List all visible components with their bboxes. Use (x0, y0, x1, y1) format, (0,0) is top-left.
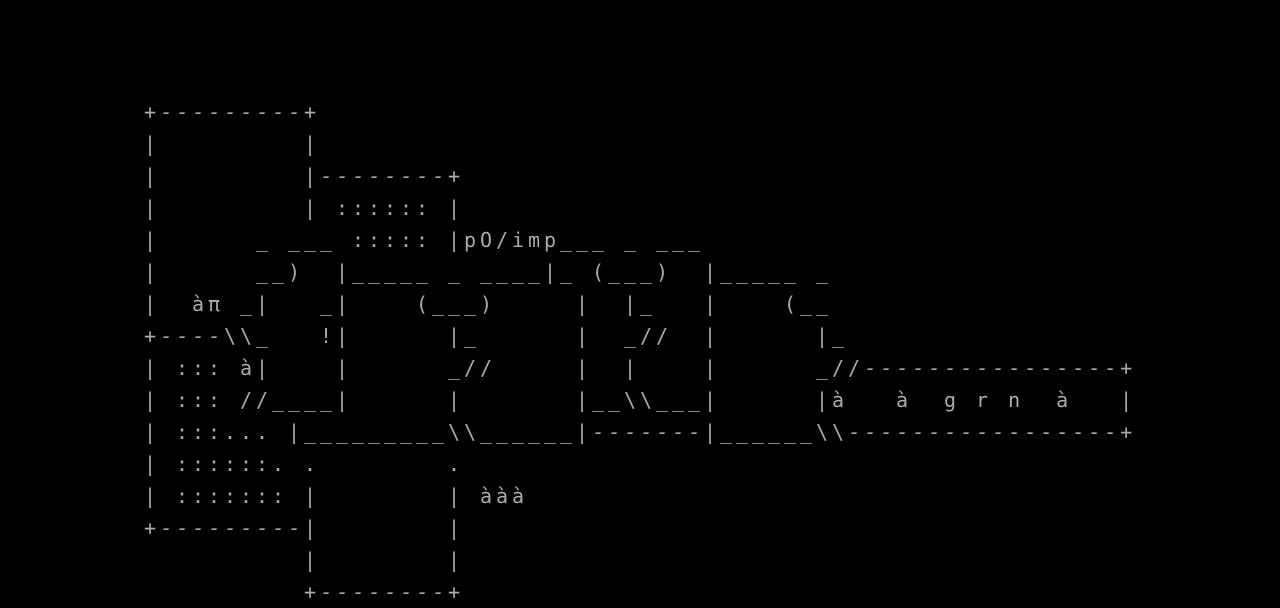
map-row: | ::: //____| | |__\\___| |à à g r n à | (0, 388, 1137, 412)
map-row: +----\\_ !| |_ | _// | |_ (0, 324, 849, 348)
map-row: | àπ _| _| (___) | |_ | (__ (0, 292, 833, 316)
map-row: | ::: à| | _// | | | _//----------------… (0, 356, 1137, 380)
map-row: | | (0, 548, 465, 572)
map-row: | | :::::: | (0, 196, 465, 220)
map-row: +--------+ (0, 580, 465, 604)
map-row: | ::::::: | | ààà (0, 484, 529, 508)
map-row: | |--------+ (0, 164, 465, 188)
map-row: | __) |_____ _ ____|_ (___) |_____ _ (0, 260, 833, 284)
map-row: +---------| | (0, 516, 465, 540)
map-row: | :::... |_________\\______|-------|____… (0, 420, 1137, 444)
map-row: | _ ___ ::::: |pO/imp___ _ ___ (0, 228, 705, 252)
map-row: | | (0, 132, 321, 156)
map-row: | ::::::. . . (0, 452, 465, 476)
map-row: +---------+ (0, 100, 321, 124)
